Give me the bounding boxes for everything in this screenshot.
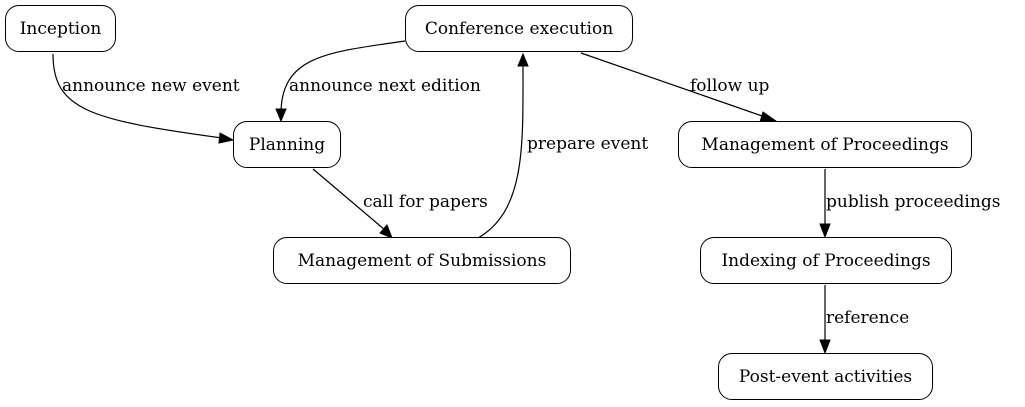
edge-label-call-for-papers: call for papers bbox=[363, 192, 488, 212]
node-indexing-of-proceedings-label: Indexing of Proceedings bbox=[721, 250, 931, 271]
node-conference-execution: Conference execution bbox=[405, 5, 633, 52]
node-post-event-activities-label: Post-event activities bbox=[738, 366, 913, 387]
edge-planning-submissions bbox=[312, 168, 386, 231]
node-inception: Inception bbox=[5, 5, 116, 52]
node-inception-label: Inception bbox=[19, 18, 102, 39]
node-planning: Planning bbox=[233, 121, 341, 168]
edge-label-publish-proceedings: publish proceedings bbox=[826, 192, 1001, 212]
node-management-of-proceedings-label: Management of Proceedings bbox=[701, 134, 949, 155]
node-indexing-of-proceedings: Indexing of Proceedings bbox=[700, 237, 952, 284]
node-management-of-submissions-label: Management of Submissions bbox=[297, 250, 547, 271]
edge-inception-planning bbox=[52, 53, 223, 139]
node-management-of-proceedings: Management of Proceedings bbox=[678, 121, 972, 168]
node-post-event-activities: Post-event activities bbox=[718, 353, 933, 400]
edge-submissions-execution bbox=[477, 61, 524, 239]
edge-submissions-execution-arrowhead bbox=[517, 52, 529, 67]
edge-label-announce-new-event: announce new event bbox=[62, 76, 240, 96]
edge-label-reference: reference bbox=[826, 308, 910, 328]
edge-execution-planning bbox=[280, 40, 406, 113]
edge-proceedings-indexing-arrowhead bbox=[819, 223, 831, 239]
edge-label-follow-up: follow up bbox=[690, 76, 770, 96]
edge-planning-submissions-arrowhead bbox=[379, 224, 393, 239]
edge-label-prepare-event: prepare event bbox=[527, 134, 649, 154]
node-planning-label: Planning bbox=[248, 134, 326, 155]
node-management-of-submissions: Management of Submissions bbox=[273, 237, 571, 284]
edge-indexing-postevent-arrowhead bbox=[819, 339, 831, 355]
edge-label-announce-next-edition: announce next edition bbox=[289, 76, 481, 96]
edge-execution-planning-arrowhead bbox=[275, 108, 287, 123]
edge-execution-proceedings bbox=[580, 52, 766, 118]
node-conference-execution-label: Conference execution bbox=[424, 18, 614, 39]
edge-inception-planning-arrowhead bbox=[218, 132, 235, 144]
